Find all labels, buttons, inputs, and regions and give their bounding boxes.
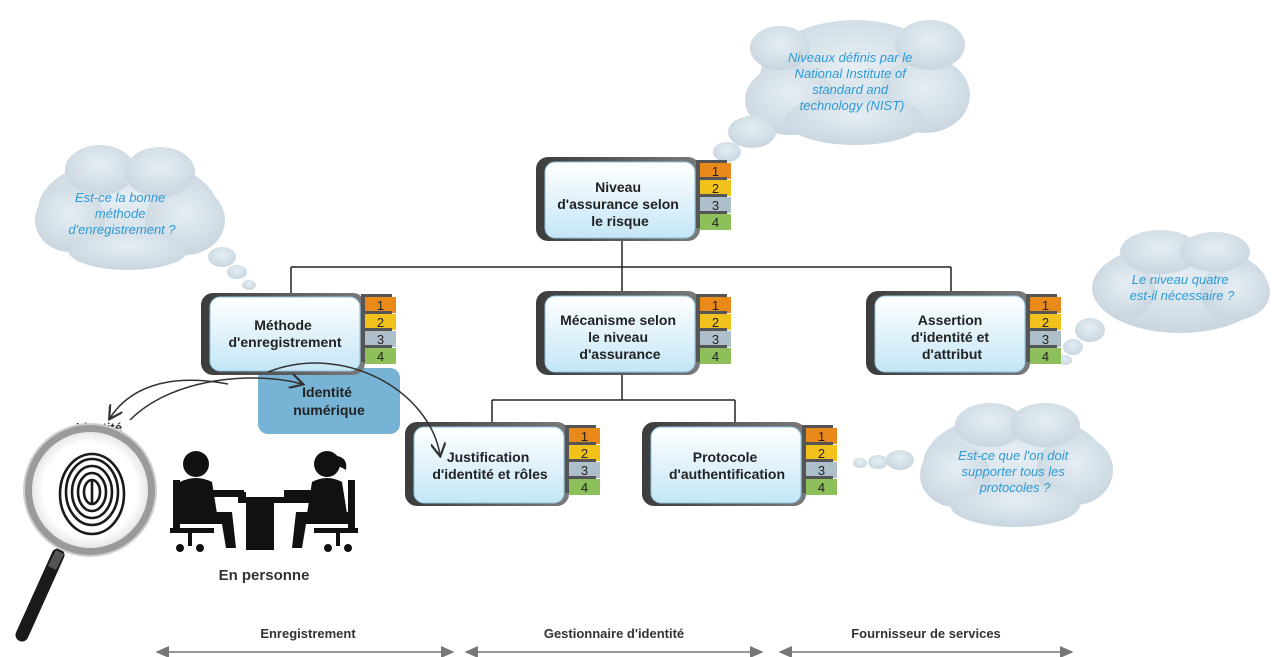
axis-label-gestionnaire: Gestionnaire d'identité xyxy=(544,626,684,641)
level-number: 3 xyxy=(818,463,825,478)
level-number: 2 xyxy=(712,181,719,196)
cloud-level4-question: Le niveau quatre est-il nécessaire ? xyxy=(1058,230,1270,365)
level-tab-4 xyxy=(700,214,731,230)
level-number: 2 xyxy=(712,315,719,330)
node-mechanism-label: Mécanisme selon le niveau d'assurance xyxy=(560,312,680,362)
in-person-label: En personne xyxy=(219,567,310,584)
arrow-method-to-justification xyxy=(267,362,440,455)
axis-label-fournisseur: Fournisseur de services xyxy=(851,626,1001,641)
node-protocol: Protocole d'authentification xyxy=(642,422,806,506)
level-tab-2 xyxy=(569,445,600,461)
level-number: 4 xyxy=(712,349,719,364)
cloud-protocols-question: Est-ce que l'on doit supporter tous les … xyxy=(853,403,1113,527)
level-number: 1 xyxy=(818,429,825,444)
node-method: Méthode d'enregistrement xyxy=(201,293,365,375)
level-tab-3 xyxy=(569,462,600,478)
level-tab-1 xyxy=(700,163,731,179)
level-number: 1 xyxy=(581,429,588,444)
level-tab-1 xyxy=(806,428,837,444)
level-tab-3 xyxy=(806,462,837,478)
node-top-label: Niveau d'assurance selon le risque xyxy=(557,179,683,229)
level-number: 1 xyxy=(1042,298,1049,313)
tree-connectors xyxy=(290,240,952,425)
level-tab-2 xyxy=(700,314,731,330)
level-stack-method: 1 2 3 4 xyxy=(361,294,396,364)
level-number: 3 xyxy=(581,463,588,478)
level-tab-3 xyxy=(365,331,396,347)
level-tab-1 xyxy=(700,297,731,313)
level-number: 4 xyxy=(377,349,384,364)
node-top: Niveau d'assurance selon le risque xyxy=(536,157,700,241)
level-number: 3 xyxy=(712,332,719,347)
magnifier-fingerprint-icon xyxy=(15,423,157,642)
level-number: 1 xyxy=(712,164,719,179)
level-tab-2 xyxy=(700,180,731,196)
level-tab-3 xyxy=(700,331,731,347)
level-tab-3 xyxy=(700,197,731,213)
cloud-nist: Niveaux définis par le National Institut… xyxy=(706,20,970,173)
level-stack-protocol: 1 2 3 4 xyxy=(802,425,837,495)
level-number: 4 xyxy=(581,480,588,495)
cloud-method-question: Est-ce la bonne méthode d'enregistrement… xyxy=(35,145,256,290)
level-stack-mechanism: 1 2 3 4 xyxy=(696,294,731,364)
level-number: 2 xyxy=(1042,315,1049,330)
level-number: 4 xyxy=(1042,349,1049,364)
level-number: 1 xyxy=(712,298,719,313)
cloud-level4-text: Le niveau quatre est-il nécessaire ? xyxy=(1130,272,1236,303)
level-tab-1 xyxy=(569,428,600,444)
level-tab-3 xyxy=(1030,331,1061,347)
node-method-label: Méthode d'enregistrement xyxy=(228,317,341,350)
level-number: 2 xyxy=(818,446,825,461)
level-tab-2 xyxy=(1030,314,1061,330)
level-number: 4 xyxy=(712,215,719,230)
level-tab-1 xyxy=(365,297,396,313)
level-stack-top: 1 2 3 4 xyxy=(696,160,731,230)
node-assertion-label: Assertion d'identité et d'attribut xyxy=(911,312,993,362)
level-number: 3 xyxy=(377,332,384,347)
cloud-method-text: Est-ce la bonne méthode d'enregistrement… xyxy=(68,190,176,237)
level-number: 3 xyxy=(1042,332,1049,347)
level-tab-4 xyxy=(1030,348,1061,364)
axis-label-enregistrement: Enregistrement xyxy=(260,626,356,641)
level-tab-1 xyxy=(1030,297,1061,313)
node-protocol-label: Protocole d'authentification xyxy=(669,449,785,482)
node-justification-label: Justification d'identité et rôles xyxy=(432,449,548,482)
node-mechanism: Mécanisme selon le niveau d'assurance xyxy=(536,291,700,375)
level-stacks: 1 2 3 4 1 2 3 4 1 2 3 4 1 2 3 4 1 2 3 4 1 2 3 4 xyxy=(361,160,1061,495)
identity-arrows xyxy=(110,362,440,455)
level-number: 4 xyxy=(818,480,825,495)
level-number: 1 xyxy=(377,298,384,313)
in-person-interview-icon xyxy=(170,451,358,552)
level-tab-4 xyxy=(365,348,396,364)
node-justification: Justification d'identité et rôles xyxy=(405,422,569,506)
level-tab-2 xyxy=(806,445,837,461)
arrow-identity-to-digital xyxy=(129,378,302,421)
level-tab-2 xyxy=(365,314,396,330)
level-number: 2 xyxy=(377,315,384,330)
level-tab-4 xyxy=(806,479,837,495)
node-assertion: Assertion d'identité et d'attribut xyxy=(866,291,1030,375)
level-number: 2 xyxy=(581,446,588,461)
level-stack-justification: 1 2 3 4 xyxy=(565,425,600,495)
level-number: 3 xyxy=(712,198,719,213)
level-tab-4 xyxy=(700,348,731,364)
level-stack-assertion: 1 2 3 4 xyxy=(1026,294,1061,364)
arrow-method-to-identity xyxy=(110,379,229,418)
cloud-protocols-text: Est-ce que l'on doit supporter tous les … xyxy=(958,448,1072,495)
cloud-nist-text: Niveaux définis par le National Institut… xyxy=(788,50,916,113)
digital-identity-label: Identité numérique xyxy=(293,384,365,418)
level-tab-4 xyxy=(569,479,600,495)
